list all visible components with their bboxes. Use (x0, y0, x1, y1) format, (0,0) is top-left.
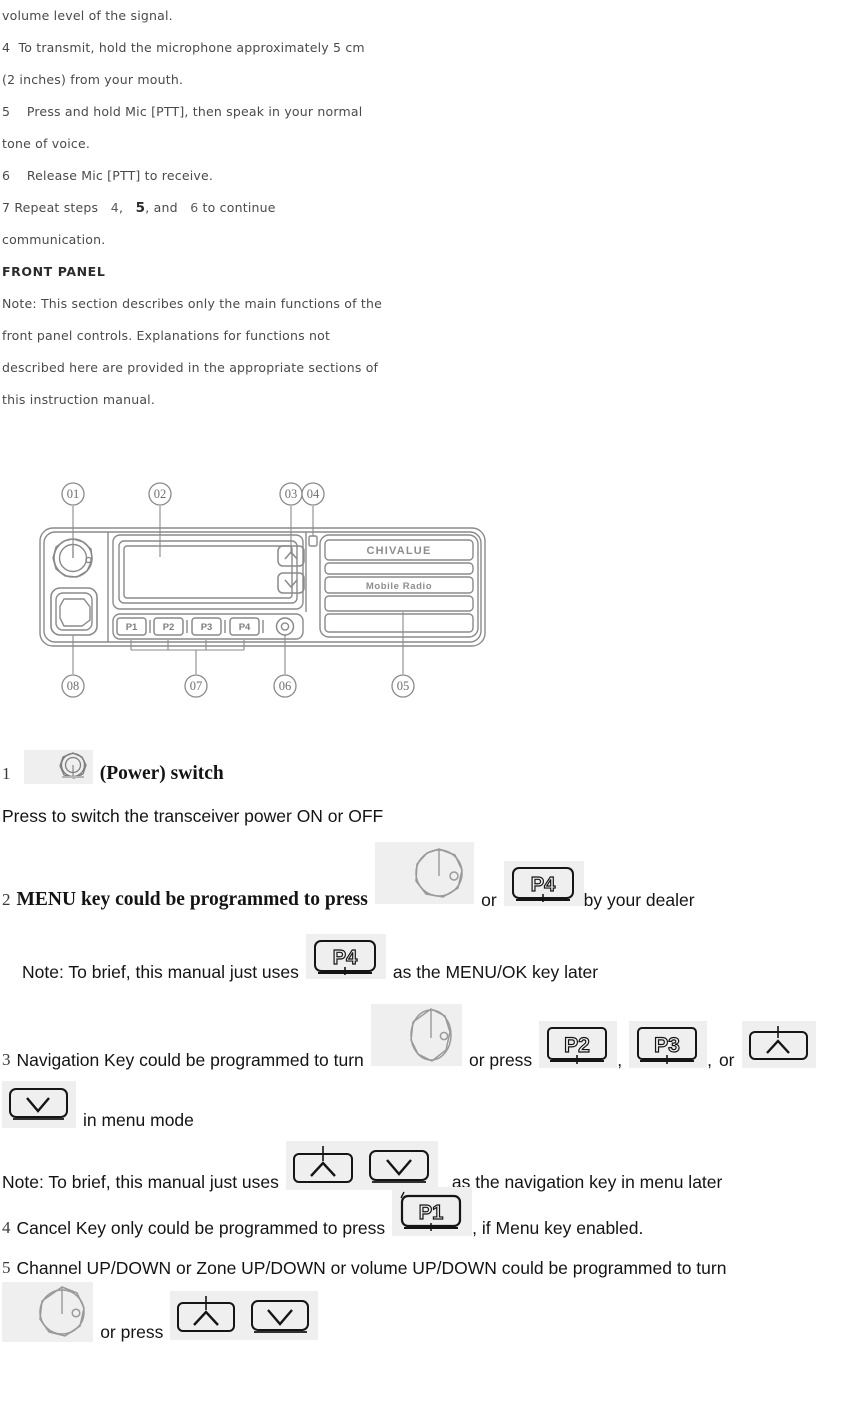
control-item-1: 1 (Power) switch (0, 740, 853, 784)
control-1-description-row: Press to switch the transceiver power ON… (0, 784, 853, 826)
svg-text:P3: P3 (654, 1034, 680, 1057)
step-7-num-c: 6 (190, 200, 199, 215)
step-7-sep-a: , (118, 200, 136, 215)
step-7-num-b: 5 (135, 200, 146, 216)
key-icon-up-arrow (170, 1291, 245, 1340)
control-2-note-suffix: as the MENU/OK key later (392, 961, 599, 982)
control-item-4: 4 Cancel Key only could be programmed to… (0, 1187, 853, 1238)
key-icon-p1: P1 (392, 1187, 473, 1236)
key-icon-up-arrow (741, 1021, 816, 1068)
control-5-mid: or press (100, 1321, 164, 1342)
key-icon-p3: P3 (629, 1021, 708, 1068)
control-3-comma-a: , (617, 1049, 623, 1070)
control-3-lead: Navigation Key could be programmed to tu… (16, 1049, 364, 1070)
paragraph-line: 6 Release Mic [PTT] to receive. (2, 168, 214, 183)
panel-key-p1: P1 (126, 622, 138, 633)
control-2-tail: by your dealer (583, 889, 695, 910)
paragraph-line: tone of voice. (2, 136, 91, 151)
step-7-suffix: to continue (198, 200, 276, 215)
control-1-description: Press to switch the transceiver power ON… (2, 805, 384, 826)
callout-04: 04 (307, 487, 320, 501)
section-note-line: described here are provided in the appro… (2, 360, 379, 375)
step-7-prefix: 7 Repeat steps (2, 200, 111, 215)
paragraph-line: (2 inches) from your mouth. (2, 72, 184, 87)
control-3-note-row: Note: To brief, this manual just uses as… (0, 1130, 853, 1192)
key-icon-up-arrow (285, 1141, 362, 1190)
brand-label: CHIVALUE (366, 545, 431, 557)
callout-03: 03 (285, 487, 298, 501)
svg-text:P1: P1 (419, 1202, 443, 1224)
controls-description-list: 1 (Power) switch Press to switch the tra… (0, 740, 853, 1342)
control-item-5: 5 Channel UP/DOWN or Zone UP/DOWN or vol… (0, 1238, 853, 1278)
key-icon-down-arrow (2, 1081, 76, 1128)
control-3-tail: in menu mode (83, 1109, 194, 1130)
control-5-continuation-row: or press (0, 1278, 853, 1342)
panel-key-p4: P4 (239, 622, 251, 633)
key-icon-p4: P4 (503, 861, 584, 906)
section-heading-front-panel: FRONT PANEL (2, 264, 106, 279)
step-7-sep-b: , and (145, 200, 191, 215)
rotary-knob-icon (370, 1004, 462, 1066)
section-note-line: Note: This section describes only the ma… (2, 296, 383, 311)
svg-text:P4: P4 (333, 947, 358, 969)
control-5-lead: Channel UP/DOWN or Zone UP/DOWN or volum… (16, 1257, 727, 1278)
control-2-title: MENU key could be programmed to press (16, 888, 368, 910)
paragraph-line: 5 Press and hold Mic [PTT], then speak i… (2, 104, 363, 119)
control-3-comma-b: , (707, 1049, 712, 1070)
step-7-line: 7 Repeat steps 4, 5, and 6 to continue (0, 192, 853, 224)
rotary-knob-icon (2, 1282, 94, 1342)
key-icon-p2: P2 (539, 1021, 618, 1068)
control-3-or: or (718, 1049, 735, 1070)
key-icon-down-arrow (244, 1291, 319, 1340)
key-icon-p4: P4 (305, 934, 386, 979)
control-4-index: 4 (2, 1218, 11, 1237)
control-3-mid: or press (468, 1049, 533, 1070)
callout-05: 05 (397, 679, 410, 693)
rotary-knob-icon (374, 842, 475, 904)
panel-key-p2: P2 (163, 622, 175, 633)
callout-01: 01 (67, 487, 80, 501)
control-3-index: 3 (2, 1050, 11, 1069)
section-note-line: this instruction manual. (2, 392, 156, 407)
control-1-index: 1 (2, 764, 11, 783)
step-7-num-a: 4 (110, 200, 119, 215)
callout-07: 07 (190, 679, 203, 693)
power-knob-icon (23, 750, 93, 784)
panel-key-p3: P3 (201, 622, 213, 633)
control-3-note-prefix: Note: To brief, this manual just uses (2, 1171, 279, 1192)
control-2-note-row: Note: To brief, this manual just uses P4… (0, 910, 853, 982)
callout-02: 02 (154, 487, 167, 501)
control-3-note-suffix: as the navigation key in menu later (451, 1171, 723, 1192)
key-icon-down-arrow (361, 1141, 438, 1190)
section-note-line: front panel controls. Explanations for f… (2, 328, 331, 343)
control-item-2: 2 MENU key could be programmed to press … (0, 826, 853, 910)
paragraph-line: volume level of the signal. (2, 8, 173, 23)
scanned-text-block: volume level of the signal. 4 To transmi… (0, 0, 853, 416)
paragraph-line: 4 To transmit, hold the microphone appro… (2, 40, 365, 55)
control-1-title: (Power) switch (99, 762, 224, 784)
control-item-3: 3 Navigation Key could be programmed to … (0, 982, 853, 1070)
control-4-tail: , if Menu key enabled. (472, 1217, 644, 1238)
step-7-continuation: communication. (2, 232, 106, 247)
control-5-index: 5 (2, 1258, 11, 1277)
callout-06: 06 (279, 679, 292, 693)
control-4-lead: Cancel Key only could be programmed to p… (16, 1217, 386, 1238)
control-3-continuation-row: in menu mode (0, 1070, 853, 1130)
product-label: Mobile Radio (366, 581, 432, 592)
control-2-index: 2 (2, 890, 11, 909)
svg-text:P4: P4 (530, 874, 555, 896)
callout-08: 08 (67, 679, 80, 693)
svg-text:P2: P2 (564, 1034, 590, 1057)
control-2-note-prefix: Note: To brief, this manual just uses (22, 961, 299, 982)
front-panel-figure: 01 02 03 04 05 06 07 08 P1 P2 P3 P4 CHIV… (20, 462, 520, 702)
control-2-or: or (481, 889, 497, 910)
